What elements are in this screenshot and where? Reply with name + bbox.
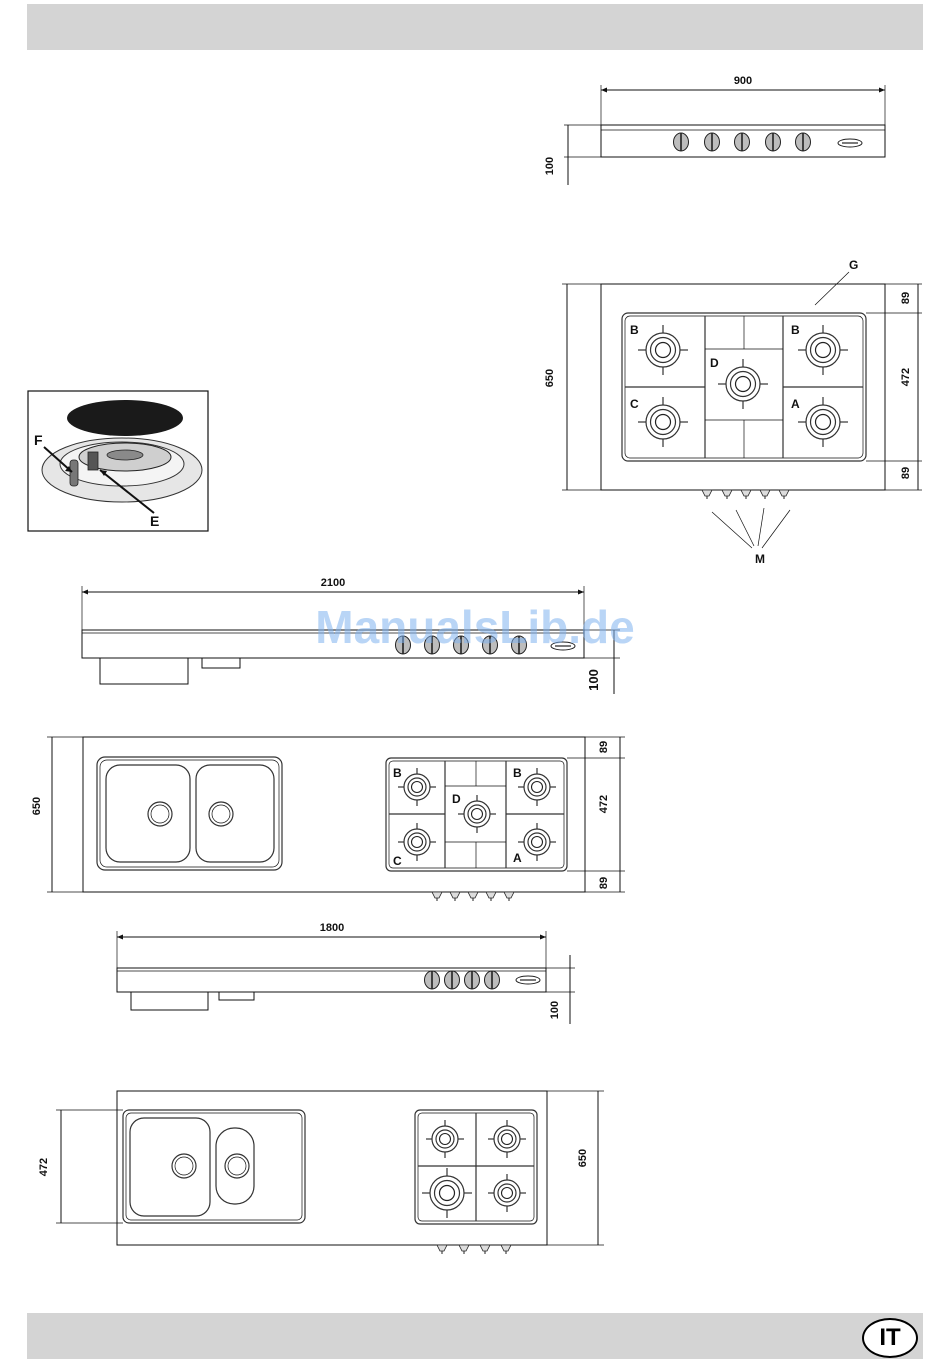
brand-logo-icon <box>516 976 540 984</box>
height-label: 100 <box>544 157 556 175</box>
callout-m: M <box>755 552 765 566</box>
knob-icon <box>766 133 781 151</box>
diagram-2100-top-view: B B D C A 650 89 472 89 <box>31 737 625 901</box>
burner-icon <box>458 795 496 833</box>
callout-g: G <box>849 258 858 272</box>
burner-icon <box>398 768 436 806</box>
height-label: 100 <box>549 1001 561 1019</box>
burner-label: B <box>630 323 639 337</box>
width-label: 2100 <box>321 577 345 589</box>
burner-icon <box>488 1120 526 1158</box>
burner-icon <box>638 397 688 447</box>
burner-label: B <box>393 766 402 780</box>
knob-icon <box>741 490 751 499</box>
burner-label: D <box>452 792 461 806</box>
knob-icon <box>465 971 480 989</box>
burner-detail-illustration: F E <box>28 391 208 531</box>
bottom-margin-label: 89 <box>900 467 912 479</box>
top-margin-label: 89 <box>900 292 912 304</box>
burner-label: A <box>513 851 522 865</box>
burner-icon <box>798 325 848 375</box>
watermark: ManualsLib.de <box>315 601 634 653</box>
burner-icon <box>398 823 436 861</box>
burner-label: A <box>791 397 800 411</box>
burner-label: D <box>710 356 719 370</box>
knob-icon <box>450 892 460 901</box>
burner-label: B <box>513 766 522 780</box>
burner-label: C <box>393 854 402 868</box>
burner-icon <box>518 823 556 861</box>
knob-icon <box>504 892 514 901</box>
knob-icon <box>486 892 496 901</box>
grid-label: 472 <box>598 795 610 813</box>
height-label: 100 <box>586 669 601 691</box>
knob-icon <box>722 490 732 499</box>
knob-icon <box>674 133 689 151</box>
left-label: 472 <box>38 1158 50 1176</box>
knob-icon <box>425 971 440 989</box>
knob-icon <box>760 490 770 499</box>
knob-icon <box>468 892 478 901</box>
burner-icon <box>422 1168 472 1218</box>
side-label: 650 <box>544 369 556 387</box>
callout-e: E <box>150 513 159 529</box>
burner-label: B <box>791 323 800 337</box>
burner-icon <box>488 1174 526 1212</box>
knob-icon <box>437 1245 447 1254</box>
burner-label: C <box>630 397 639 411</box>
knob-icon <box>432 892 442 901</box>
diagram-1800-top-view: 472 650 <box>38 1091 604 1254</box>
diagram-900-side-view: 900 100 <box>544 75 885 185</box>
burner-icon <box>718 359 768 409</box>
knob-icon <box>705 133 720 151</box>
knob-icon <box>485 971 500 989</box>
knob-icon <box>501 1245 511 1254</box>
knob-icon <box>480 1245 490 1254</box>
burner-icon <box>518 768 556 806</box>
bottom-margin-label: 89 <box>598 877 610 889</box>
width-label: 1800 <box>320 922 344 934</box>
diagram-1800-side-view: 1800 100 <box>117 922 575 1024</box>
knob-icon <box>735 133 750 151</box>
knob-icon <box>796 133 811 151</box>
burner-icon <box>426 1120 464 1158</box>
knob-icon <box>702 490 712 499</box>
brand-logo-icon <box>838 139 862 147</box>
right-label: 650 <box>577 1149 589 1167</box>
width-label: 900 <box>734 75 752 87</box>
side-label: 650 <box>31 797 43 815</box>
knob-icon <box>445 971 460 989</box>
top-margin-label: 89 <box>598 741 610 753</box>
grid-label: 472 <box>900 368 912 386</box>
diagram-900-top-view: B B D C A G 650 89 472 89 M <box>544 258 922 566</box>
knob-icon <box>779 490 789 499</box>
burner-icon <box>638 325 688 375</box>
knob-icon <box>459 1245 469 1254</box>
callout-f: F <box>34 432 43 448</box>
burner-icon <box>798 397 848 447</box>
